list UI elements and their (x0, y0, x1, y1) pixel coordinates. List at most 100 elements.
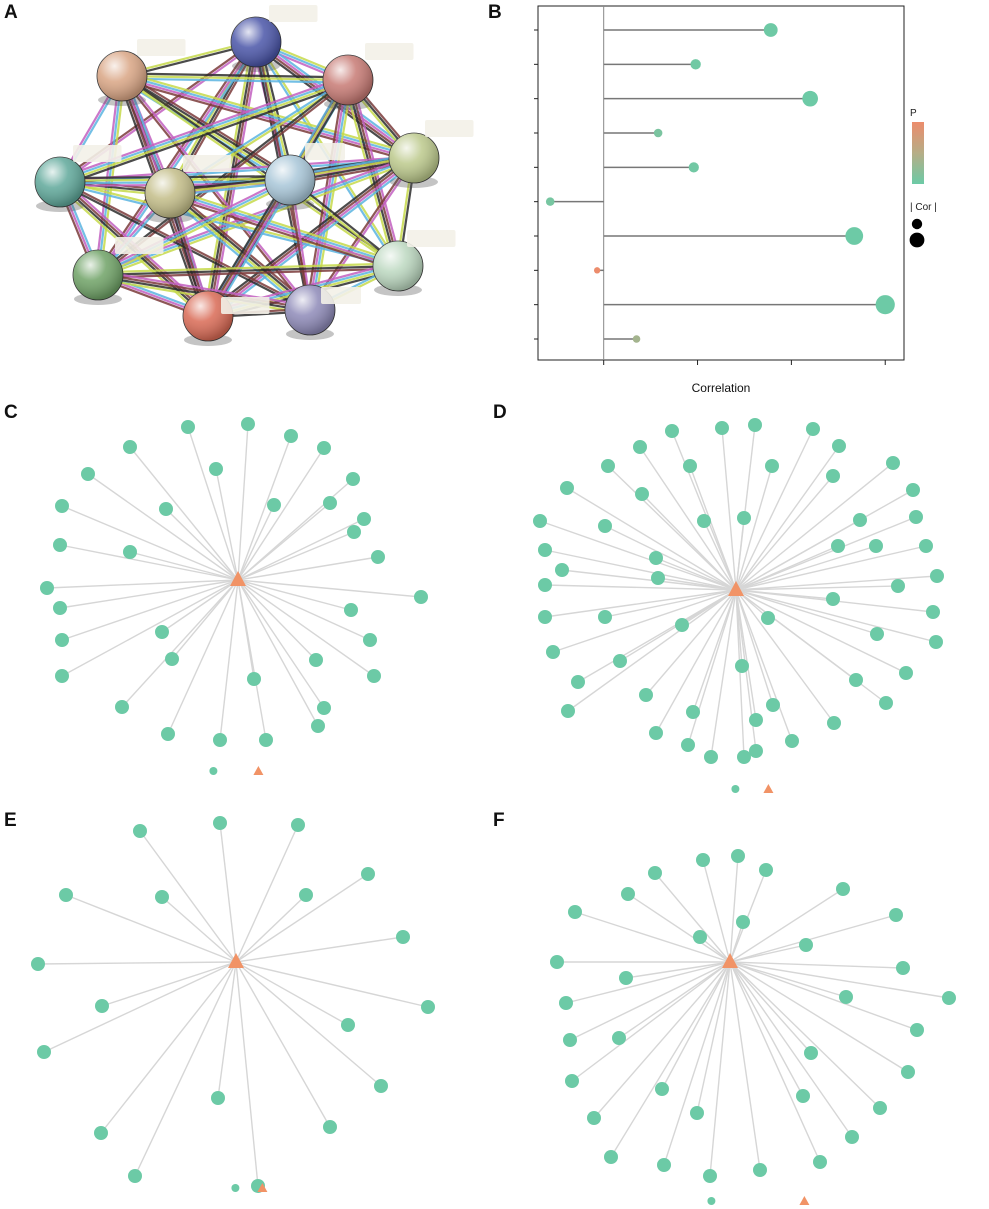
node-eif4a3 (561, 704, 575, 718)
node-cypermethrin (731, 849, 745, 863)
network-legend (707, 1196, 810, 1205)
ppi-edge (171, 189, 314, 308)
cor-legend-title: | Cor | (910, 202, 937, 213)
node-azm551248 (604, 1150, 618, 1164)
network-edge (729, 961, 761, 1171)
node-hsa-mir-28-3p (181, 420, 195, 434)
node-srsf10 (929, 635, 943, 649)
ppi-node-rec8 (264, 143, 345, 210)
node-nono (538, 578, 552, 592)
ppi-edge (59, 77, 348, 182)
network-edge (735, 516, 917, 591)
node-shine (97, 51, 147, 101)
node-u2af2 (766, 698, 780, 712)
network-edge (165, 508, 239, 581)
node-methyl-cellosolve (796, 1089, 810, 1103)
network-edge (729, 921, 744, 963)
node-pcbp2 (909, 510, 923, 524)
network-edge (735, 545, 877, 591)
network-edge (729, 961, 847, 998)
node-c-jun (421, 1000, 435, 1014)
network-edge (654, 872, 731, 963)
network-legend (731, 784, 774, 793)
node-shine (73, 250, 123, 300)
node-smndc1 (806, 422, 820, 436)
node-igf2bp2 (886, 456, 900, 470)
network-edge (639, 446, 737, 591)
network-edges (37, 822, 429, 1187)
ppi-edge (98, 181, 292, 279)
node-rangap1 (651, 571, 665, 585)
network-edge (569, 961, 731, 1041)
network-edge (187, 426, 239, 581)
network-edge (161, 896, 237, 963)
node-hsa-mir-628-5p (55, 633, 69, 647)
network-edge (552, 589, 737, 653)
x-axis-title: Correlation (692, 381, 751, 395)
node-glyphosate (703, 1169, 717, 1183)
lollipop-point (632, 335, 641, 343)
node-aristolochic-acid-i (565, 1074, 579, 1088)
network-edge (237, 556, 379, 581)
network-edge (729, 961, 812, 1054)
node-hsa-mir-105-5p (344, 603, 358, 617)
network-edge (121, 579, 239, 708)
node-thimerosal (889, 908, 903, 922)
node-hsa-mir-512-3p (155, 625, 169, 639)
lollipop-point (845, 227, 864, 245)
network-edge (237, 579, 325, 709)
node-gsk-j4 (873, 1101, 887, 1115)
cor-legend-dot (911, 218, 923, 230)
legend-node-dot (209, 767, 218, 775)
center-node-triangle (728, 581, 744, 596)
node-srsf3 (827, 716, 841, 730)
node-valproic-acid (839, 990, 853, 1004)
node-methylcholanthrene (799, 938, 813, 952)
node-dgcr8 (715, 421, 729, 435)
network-edge (735, 545, 839, 591)
network-edge (237, 423, 249, 581)
network-edge (687, 589, 737, 746)
node-u2af1 (635, 487, 649, 501)
panel-label-c: C (4, 402, 18, 423)
network-edge (703, 520, 737, 591)
network-edge (735, 589, 793, 742)
node-sp1 (374, 1079, 388, 1093)
node-hsa-mir-576-5p (247, 672, 261, 686)
node-ap-2alphaa (361, 867, 375, 881)
network-edge (689, 465, 737, 591)
ppi-edge (60, 80, 349, 185)
network-edge (618, 961, 731, 1039)
node-adar (899, 666, 913, 680)
node-rbm10 (633, 440, 647, 454)
network-edge (100, 961, 237, 1134)
panel-label-a: A (4, 2, 18, 23)
network-edge (237, 579, 422, 598)
node-hsa-mir-488-3p (81, 467, 95, 481)
network-edge (235, 961, 259, 1187)
network-edge (710, 589, 737, 758)
node-fam120a (538, 543, 552, 557)
node-label-bg (137, 39, 186, 56)
node-srsf1 (639, 688, 653, 702)
network-edge (571, 961, 731, 1082)
network-edge (604, 589, 737, 618)
ppi-node-syce3 (34, 145, 122, 212)
node-rtcb (869, 539, 883, 553)
node-elavl3 (613, 654, 627, 668)
node-hsa-mir-142-5p (55, 499, 69, 513)
ppi-edge (205, 178, 290, 316)
node-hsa-mir-655-3p (367, 669, 381, 683)
chemical-network (550, 849, 956, 1205)
lollipop-point (653, 128, 663, 138)
ppi-node-sycp2 (182, 290, 270, 346)
node-hsa-mir-409-3p (123, 545, 137, 559)
node-hsa-mir-212-3p (267, 498, 281, 512)
node-furan (621, 887, 635, 901)
ppi-node-tex12 (372, 230, 456, 296)
node-hnrnpu (826, 469, 840, 483)
ppi-edge (120, 76, 398, 268)
network-legend (209, 766, 264, 775)
node-hsa-mir-544 (213, 733, 227, 747)
network-edge (161, 579, 239, 633)
